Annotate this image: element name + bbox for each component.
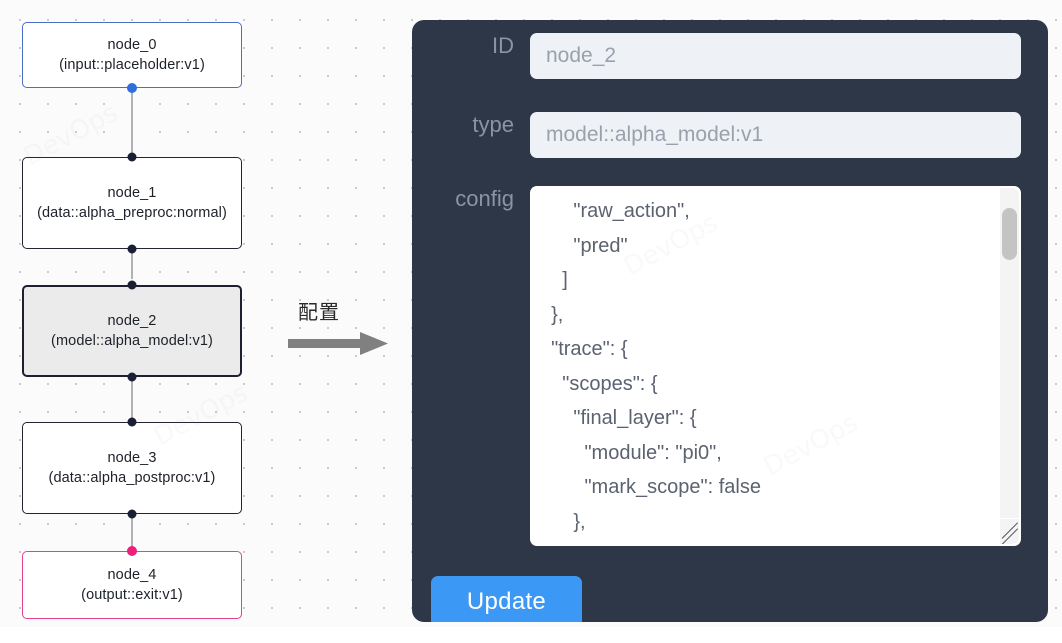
type-field-label: type xyxy=(472,112,514,137)
node-config-panel: ID type config "raw_action", "pred" ] },… xyxy=(412,20,1048,622)
node-handle-source-node_1[interactable] xyxy=(127,244,137,254)
id-input[interactable] xyxy=(530,33,1021,79)
node-handle-target-node_2[interactable] xyxy=(127,280,137,290)
canvas-bottom-strip xyxy=(0,627,1062,643)
resize-handle-icon[interactable] xyxy=(1000,519,1019,544)
node-handle-target-node_3[interactable] xyxy=(127,417,137,427)
type-input[interactable] xyxy=(530,112,1021,158)
node-handle-target-node_1[interactable] xyxy=(127,152,137,162)
flow-canvas[interactable]: DevOps DevOps DevOps DevOps node_0 (inpu… xyxy=(0,0,1062,627)
node-handle-source-node_3[interactable] xyxy=(127,509,137,519)
graph-node-node_1[interactable]: node_1 (data::alpha_preproc:normal) xyxy=(22,157,242,249)
field-row-type: type xyxy=(412,112,1048,158)
node-handle-target-node_4[interactable] xyxy=(127,546,137,556)
graph-node-node_3[interactable]: node_3 (data::alpha_postproc:v1) xyxy=(22,422,242,514)
node-label: node_4 (output::exit:v1) xyxy=(81,566,183,604)
graph-node-node_4[interactable]: node_4 (output::exit:v1) xyxy=(22,551,242,619)
arrow-icon xyxy=(288,332,388,355)
id-field-label: ID xyxy=(492,33,514,58)
annotation-label: 配置 xyxy=(298,300,340,324)
node-label: node_0 (input::placeholder:v1) xyxy=(59,36,205,74)
node-label: node_1 (data::alpha_preproc:normal) xyxy=(37,184,227,222)
edge-node2-node3 xyxy=(131,377,133,419)
config-textarea[interactable]: "raw_action", "pred" ] }, "trace": { "sc… xyxy=(530,186,1021,546)
node-label: node_3 (data::alpha_postproc:v1) xyxy=(48,449,216,487)
config-scrollbar-track[interactable] xyxy=(1000,188,1019,518)
config-textarea-wrap: "raw_action", "pred" ] }, "trace": { "sc… xyxy=(530,186,1021,546)
graph-node-node_0[interactable]: node_0 (input::placeholder:v1) xyxy=(22,22,242,88)
edge-node1-node2 xyxy=(131,249,133,279)
node-handle-source-node_2[interactable] xyxy=(127,372,137,382)
edge-node3-node4 xyxy=(131,514,133,548)
field-row-config: config "raw_action", "pred" ] }, "trace"… xyxy=(412,186,1048,546)
node-handle-source-node_0[interactable] xyxy=(127,83,137,93)
config-field-label: config xyxy=(455,186,514,211)
annotation-arrow-group: 配置 xyxy=(288,296,398,366)
config-scrollbar-thumb[interactable] xyxy=(1002,208,1017,260)
edge-node0-node1 xyxy=(131,88,133,157)
node-label: node_2 (model::alpha_model:v1) xyxy=(51,312,213,350)
field-row-id: ID xyxy=(412,33,1048,79)
graph-node-node_2[interactable]: node_2 (model::alpha_model:v1) xyxy=(22,285,242,377)
update-button[interactable]: Update xyxy=(431,576,582,622)
